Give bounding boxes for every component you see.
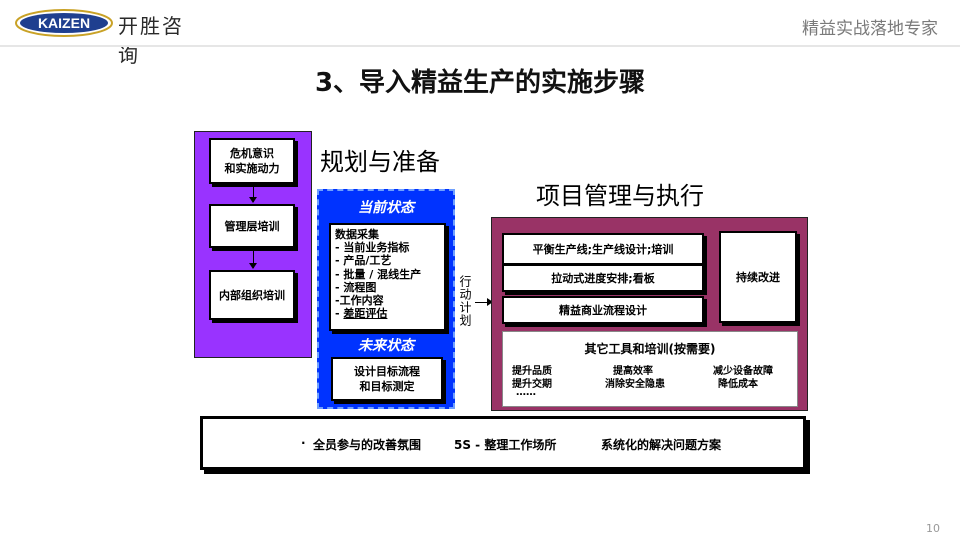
- slide-title: 3、导入精益生产的实施步骤: [314, 68, 646, 98]
- arrow-right-icon: [475, 298, 493, 306]
- other-tools-title: 其它工具和培训(按需要): [584, 342, 716, 356]
- data-item: -工作内容: [335, 294, 384, 308]
- bullet-icon: ·: [301, 436, 306, 450]
- gap-assessment-item: 差距评估: [343, 307, 388, 321]
- planning-panel: 危机意识 和实施动力 管理层培训 内部组织培训: [194, 131, 312, 358]
- lean-process-bar: 精益商业流程设计: [502, 296, 704, 324]
- future-state-label: 未来状态: [358, 338, 414, 354]
- tool-item-ellipsis: ……: [516, 387, 536, 398]
- data-item: - 当前业务指标: [335, 241, 410, 255]
- logo-chinese-name: 开胜咨询: [118, 14, 184, 67]
- kaizen-logo-icon: KAIZEN: [15, 9, 113, 37]
- line-balance-bar: 平衡生产线;生产线设计;培训: [502, 233, 704, 265]
- tool-item: 提升交期: [512, 379, 552, 390]
- data-item: - 产品/工艺: [335, 254, 392, 268]
- tool-item: 减少设备故障: [713, 366, 773, 377]
- header-tagline: 精益实战落地专家: [802, 19, 938, 39]
- data-item: - 流程图: [335, 280, 377, 294]
- arrow-down-icon: [249, 186, 257, 203]
- state-panel: 当前状态 数据采集 - 当前业务指标 - 产品/工艺 - 批量 / 混线生产 -…: [317, 189, 455, 409]
- bullet-icon: ·: [299, 466, 304, 480]
- planning-heading: 规划与准备: [320, 148, 440, 176]
- internal-training-box: 内部组织培训: [209, 270, 295, 320]
- arrow-down-icon: [249, 250, 257, 269]
- data-item: 数据采集: [335, 228, 379, 241]
- foundation-item: 全员参与的改善氛围: [313, 438, 422, 452]
- foundation-item: 系统化的解决问题方案: [601, 438, 722, 452]
- crisis-awareness-box: 危机意识 和实施动力: [209, 138, 295, 184]
- target-process-box: 设计目标流程 和目标测定: [331, 357, 443, 401]
- tool-item: 降低成本: [718, 379, 758, 390]
- foundation-item: 5S - 整理工作场所: [454, 438, 557, 452]
- header-divider: [0, 45, 960, 47]
- data-item-dash: -: [335, 307, 340, 321]
- data-item: - 差距评估: [335, 307, 440, 320]
- management-training-box: 管理层培训: [209, 204, 295, 248]
- tool-item: 消除安全隐患: [605, 379, 665, 390]
- data-item: - 批量 / 混线生产: [335, 267, 422, 281]
- current-state-label: 当前状态: [358, 200, 414, 216]
- company-logo: KAIZEN 开胜咨询: [14, 8, 196, 67]
- data-collection-box: 数据采集 - 当前业务指标 - 产品/工艺 - 批量 / 混线生产 - 流程图 …: [329, 223, 446, 331]
- foundation-box: · 全员参与的改善氛围 5S - 整理工作场所 系统化的解决问题方案: [200, 416, 806, 470]
- page-number: 10: [926, 522, 940, 535]
- other-tools-box: 其它工具和培训(按需要) 提升品质 提高效率 减少设备故障 提升交期 消除安全隐…: [502, 331, 798, 407]
- continuous-improvement-box: 持续改进: [719, 231, 797, 323]
- pull-scheduling-bar: 拉动式进度安排;看板: [502, 264, 704, 292]
- execution-heading: 项目管理与执行: [536, 182, 704, 210]
- action-plan-label: 行动计划: [458, 275, 472, 327]
- logo-latin-text: KAIZEN: [38, 15, 90, 31]
- tool-item: 提高效率: [613, 366, 653, 377]
- tool-item: 提升品质: [512, 366, 552, 377]
- execution-panel: 平衡生产线;生产线设计;培训 拉动式进度安排;看板 精益商业流程设计 持续改进 …: [491, 217, 808, 411]
